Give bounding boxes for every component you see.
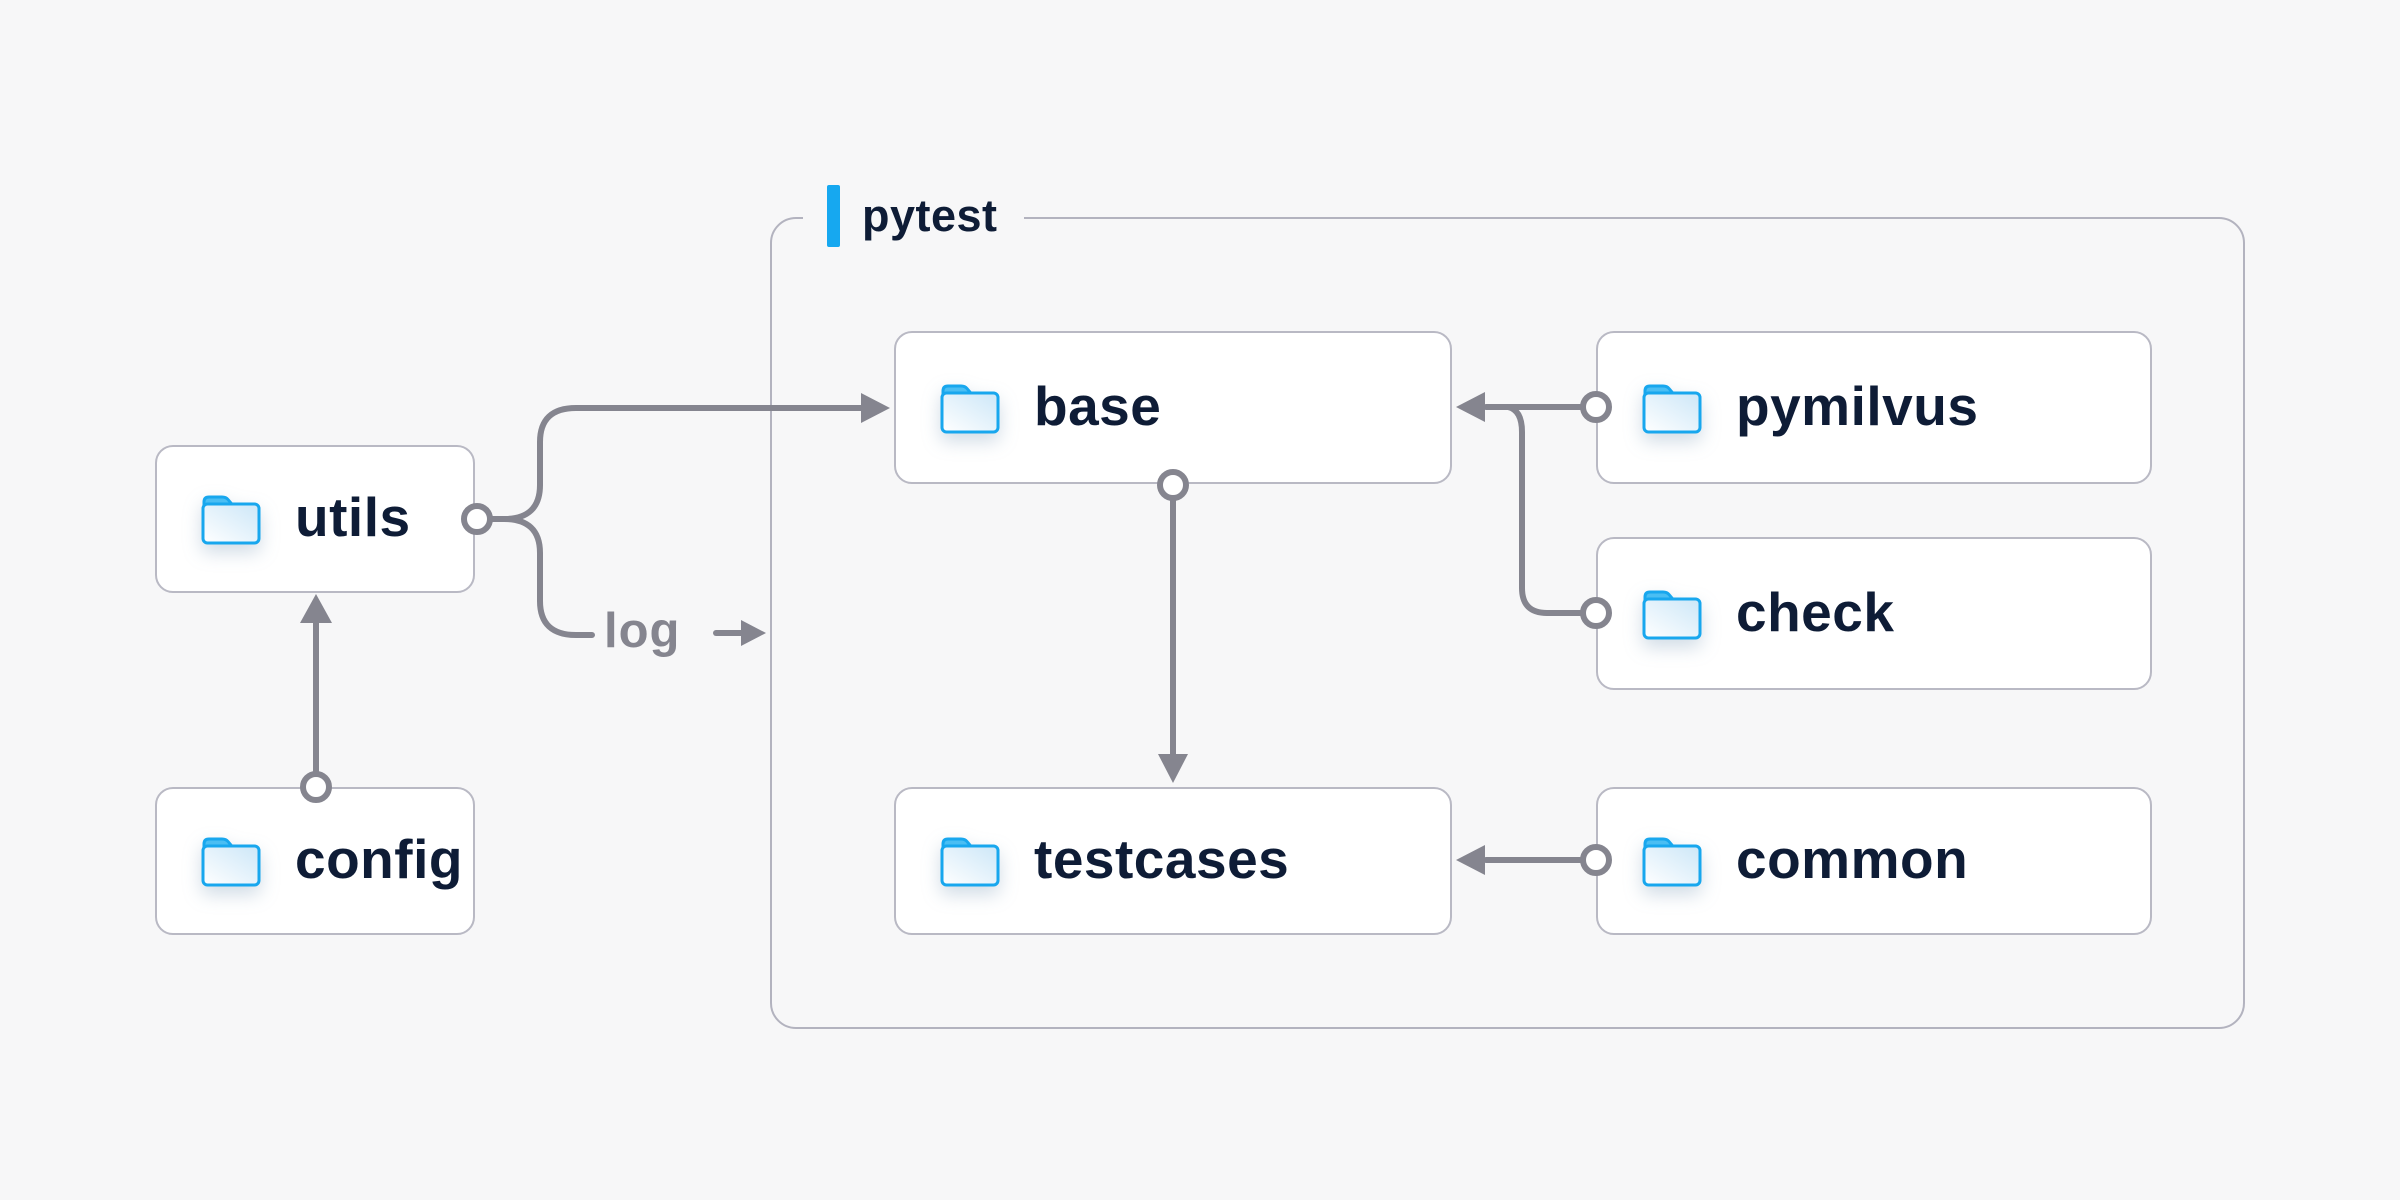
node-common: common: [1596, 787, 2152, 935]
node-utils: utils: [155, 445, 475, 593]
edge-utils-to-log: [501, 516, 595, 638]
node-label: utils: [295, 486, 411, 548]
pytest-group-title: pytest: [862, 190, 998, 241]
folder-icon: [940, 384, 1000, 433]
node-label: common: [1736, 828, 1969, 890]
folder-icon: [1642, 837, 1702, 887]
node-config: config: [155, 787, 475, 935]
pytest-group-label: pytest: [803, 180, 1024, 252]
folder-icon: [201, 495, 261, 545]
arrowhead-up-utils: [300, 594, 332, 623]
arrowhead-log: [741, 620, 766, 646]
node-label: testcases: [1034, 828, 1290, 890]
folder-icon: [1642, 384, 1702, 433]
node-pymilvus: pymilvus: [1596, 331, 2152, 484]
pytest-group-box: [770, 217, 2245, 1029]
node-check: check: [1596, 537, 2152, 690]
folder-icon: [1642, 590, 1702, 639]
node-label: check: [1736, 580, 1895, 643]
edge-label-log: log: [604, 604, 681, 658]
node-base: base: [894, 331, 1452, 484]
folder-icon: [201, 837, 261, 887]
node-label: pymilvus: [1736, 374, 1979, 437]
blue-tick-icon: [827, 185, 840, 247]
folder-icon: [940, 837, 1000, 887]
node-testcases: testcases: [894, 787, 1452, 935]
node-label: config: [295, 828, 463, 890]
node-label: base: [1034, 374, 1162, 437]
